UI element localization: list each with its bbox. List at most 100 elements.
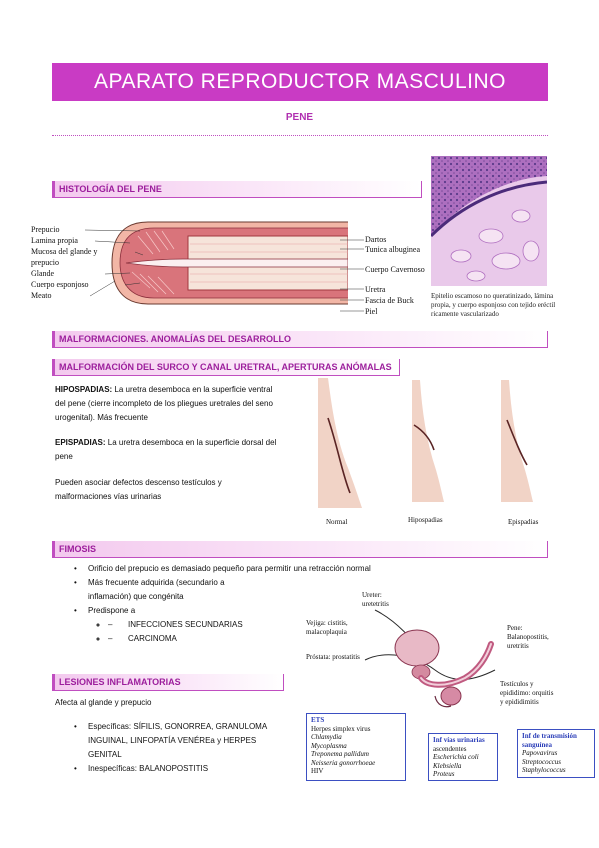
text: Más frecuente adquirida (secundario a: [88, 578, 225, 587]
box-item: ascendentes: [433, 744, 467, 753]
text: Pueden asociar defectos descenso testícu…: [55, 478, 222, 487]
label-mucosa: Mucosa del glande y: [31, 247, 98, 256]
figure-hipospadias: [412, 380, 444, 502]
label-piel: Piel: [365, 307, 378, 316]
box-item: Mycoplasma: [311, 741, 347, 750]
text: La uretra desemboca en la superficie dor…: [105, 438, 277, 447]
epispadias-text: EPISPADIAS: La uretra desemboca en la su…: [55, 436, 305, 464]
section-heading-text: MALFORMACIONES. ANOMALÍAS DEL DESARROLLO: [59, 334, 291, 344]
label-glande: Glande: [31, 269, 55, 278]
box-item: Neisseria gonorrhoeae: [311, 758, 376, 767]
text: CARCINOMA: [128, 634, 177, 643]
hipospadias-text: HIPOSPADIAS: La uretra desemboca en la s…: [55, 383, 305, 425]
caption-line: propia, y cuerpo esponjoso con tejido er…: [431, 301, 556, 309]
box-title: sanguínea: [522, 740, 552, 749]
label-cuerpo-cavernoso: Cuerpo Cavernoso: [365, 265, 425, 274]
text: del pene (cierre incompleto de los plieg…: [55, 399, 273, 408]
leader-lines-right: [340, 239, 364, 312]
box-inf-transmision-sanguinea: Inf de transmisión sanguínea Papovavirus…: [517, 729, 595, 778]
label-meato: Meato: [31, 291, 52, 300]
label-pene-2: Balanopostitis,: [507, 633, 549, 641]
label-cuerpo-esponjoso: Cuerpo esponjoso: [31, 280, 89, 289]
label-prepucio: Prepucio: [31, 225, 60, 234]
box-title: Inf de transmisión: [522, 732, 577, 740]
box-item: HIV: [311, 767, 324, 775]
list-item: Específicas: SÍFILIS, GONORREA, GRANULOM…: [70, 720, 300, 762]
text: BALANOPOSTITIS: [139, 764, 209, 773]
male-anatomy-diagram: [364, 609, 496, 708]
section-histologia-heading: HISTOLOGÍA DEL PENE: [52, 181, 422, 198]
penis-section-diagram: [111, 221, 348, 305]
text: La uretra desemboca en la superficie ven…: [112, 385, 273, 394]
text: Orificio del prepucio es demasiado peque…: [88, 564, 371, 573]
section-fimosis-heading: FIMOSIS: [52, 541, 548, 558]
section-lesiones-heading: LESIONES INFLAMATORIAS: [52, 674, 284, 691]
label-tunica-albuginea: Tunica albuginea: [365, 245, 421, 254]
caption-line: Epitelio escamoso no queratinizado, lámi…: [431, 292, 554, 300]
subsection-surco-heading: MALFORMACIÓN DEL SURCO Y CANAL URETRAL, …: [52, 359, 400, 376]
label-pene-3: uretritis: [507, 642, 529, 650]
leader-lines-left: [85, 229, 144, 297]
label-testiculos: Testículos y: [500, 680, 534, 688]
divider: [52, 135, 548, 136]
micrograph-caption: Epitelio escamoso no queratinizado, lámi…: [431, 292, 591, 319]
label-normal: Normal: [326, 518, 348, 526]
box-item: Proteus: [433, 770, 455, 778]
page-subtitle: PENE: [285, 112, 314, 123]
text: HERPES: [223, 736, 257, 745]
label-hipospadias: Hipospadias: [408, 516, 443, 524]
box-ets: ETS Herpes simplex virus Chlamydia Mycop…: [306, 713, 406, 781]
box-title: Inf vías urinarias: [433, 736, 485, 744]
lesiones-intro: Afecta al glande y prepucio: [55, 698, 152, 707]
text: malformaciones vías urinarias: [55, 492, 162, 501]
label-vejiga-2: malacoplaquia: [306, 628, 347, 636]
section-malformaciones-heading: MALFORMACIONES. ANOMALÍAS DEL DESARROLLO: [52, 331, 548, 348]
label-prepucio-2: prepucio: [31, 258, 59, 267]
text: GENITAL: [88, 750, 122, 759]
list-item: Inespecíficas: BALANOPOSTITIS: [70, 762, 300, 776]
section-heading-text: MALFORMACIÓN DEL SURCO Y CANAL URETRAL, …: [59, 362, 392, 372]
label-vejiga: Vejiga: cistitis,: [306, 619, 348, 627]
text: INFECCIONES SECUNDARIAS: [128, 620, 243, 629]
label-epispadias: Epispadias: [508, 518, 539, 526]
label-prostata: Próstata: prostatitis: [306, 653, 360, 661]
text: Predispone a: [88, 606, 136, 615]
figure-normal: [318, 378, 362, 508]
list-item: Orificio del prepucio es demasiado peque…: [70, 562, 430, 576]
figure-epispadias: [501, 380, 533, 502]
box-item: Klebsiella: [433, 761, 462, 770]
label-ureter-2: uretetritis: [362, 600, 389, 608]
text: inflamación) que congénita: [88, 592, 184, 601]
label-ureter: Ureter:: [362, 591, 382, 599]
caption-line: ricamente vascularizado: [431, 310, 499, 318]
text: urogenital). Más frecuente: [55, 413, 148, 422]
label-dartos: Dartos: [365, 235, 387, 244]
box-item: Streptococcus: [522, 757, 562, 766]
list-item: Predispone a INFECCIONES SECUNDARIAS CAR…: [70, 604, 430, 646]
list-item: CARCINOMA: [108, 632, 430, 646]
text: y: [214, 736, 224, 745]
box-title: ETS: [311, 716, 325, 724]
box-item: Papovavirus: [522, 749, 558, 757]
page-title: APARATO REPRODUCTOR MASCULINO: [52, 63, 548, 101]
text: Específicas:: [88, 722, 134, 731]
term-label: EPISPADIAS:: [55, 438, 106, 447]
label-pene: Pene:: [507, 624, 523, 632]
text: SÍFILIS, GONORREA, GRANULOMA: [133, 722, 268, 731]
term-label: HIPOSPADIAS:: [55, 385, 113, 394]
box-item: Herpes simplex virus: [311, 724, 371, 733]
list-item: INFECCIONES SECUNDARIAS: [108, 618, 430, 632]
list-item: Más frecuente adquirida (secundario a inf…: [70, 576, 430, 604]
asociacion-text: Pueden asociar defectos descenso testícu…: [55, 476, 305, 504]
box-inf-vias-urinarias: Inf vías urinarias ascendentes Escherich…: [428, 733, 498, 781]
section-heading-text: HISTOLOGÍA DEL PENE: [59, 184, 162, 194]
box-item: Staphylococcus: [522, 766, 566, 774]
box-item: Escherichia coli: [433, 753, 479, 761]
section-heading-text: LESIONES INFLAMATORIAS: [59, 677, 181, 687]
lesiones-list: Específicas: SÍFILIS, GONORREA, GRANULOM…: [70, 720, 300, 776]
histology-micrograph: [431, 156, 547, 286]
text: pene: [55, 452, 73, 461]
label-lamina-propia: Lamina propia: [31, 236, 78, 245]
box-item: Treponema pallidum: [311, 750, 369, 758]
label-fascia-buck: Fascia de Buck: [365, 296, 414, 305]
